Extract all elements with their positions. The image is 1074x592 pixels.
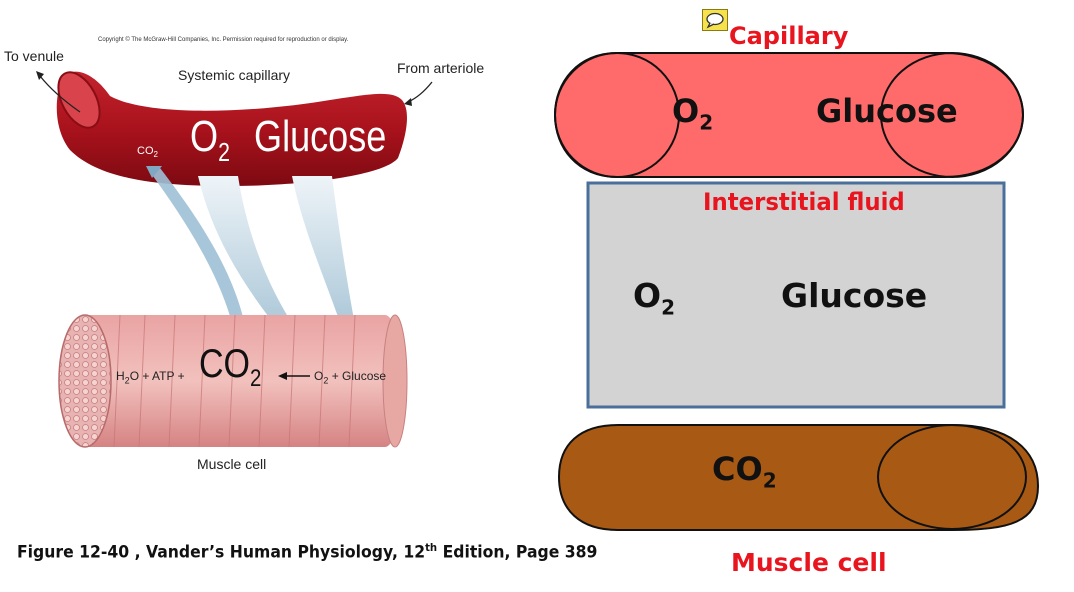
capillary-o2: O2 — [672, 92, 713, 134]
systemic-capillary-label: Systemic capillary — [178, 67, 290, 83]
capillary-glucose-label: Glucose — [254, 112, 386, 162]
muscle-cell-end — [383, 315, 407, 447]
reaction-co2: CO2 — [199, 342, 261, 393]
from-arteriole-label: From arteriole — [397, 60, 484, 76]
reaction-products: H2O + ATP + — [116, 369, 185, 385]
from-arteriole-arrow — [408, 82, 432, 102]
muscle-co2: CO2 — [712, 450, 777, 492]
muscle-cell-label: Muscle cell — [197, 456, 266, 472]
capillary-co2-label: CO2 — [137, 145, 158, 159]
interstitial-glucose: Glucose — [781, 276, 927, 315]
muscle-fiber-bundle — [59, 315, 111, 447]
muscle-capsule — [559, 425, 1038, 530]
reaction-reactants: O2 + Glucose — [314, 369, 386, 385]
interstitial-o2: O2 — [633, 276, 675, 320]
to-venule-label: To venule — [4, 48, 64, 64]
figure-caption: Figure 12-40 , Vander’s Human Physiology… — [17, 541, 597, 563]
figure-copyright: Copyright © The McGraw-Hill Companies, I… — [98, 37, 348, 43]
capillary-glucose: Glucose — [816, 92, 958, 130]
comment-note-icon[interactable] — [702, 9, 728, 31]
capillary-o2-label: O2 — [190, 112, 230, 168]
muscle-cell-title: Muscle cell — [731, 548, 887, 577]
interstitial-fluid-title: Interstitial fluid — [703, 188, 905, 216]
capillary-title: Capillary — [729, 22, 848, 50]
